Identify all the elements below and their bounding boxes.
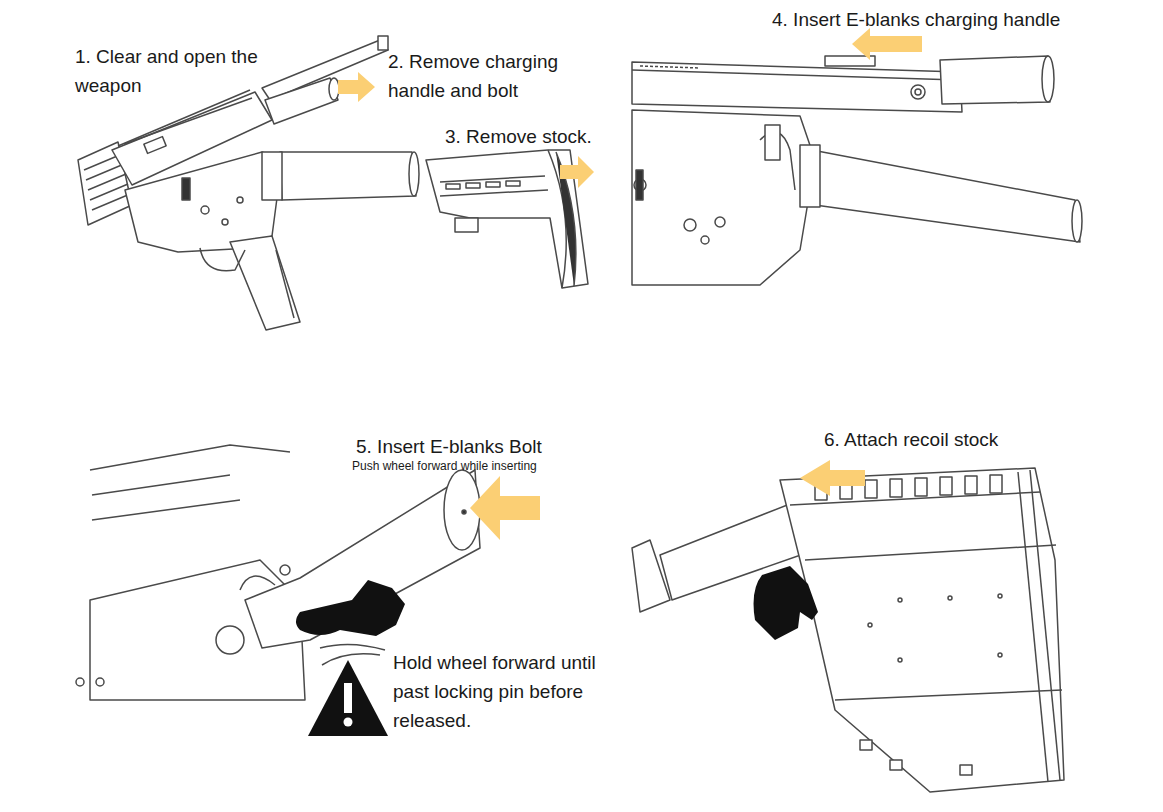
step-label: 1. Clear and open the weapon <box>75 42 275 100</box>
warning-triangle <box>308 660 388 736</box>
step-label: 3. Remove stock. <box>445 122 635 151</box>
instruction-note: Push wheel forward while inserting <box>352 459 612 474</box>
pointing-hand <box>296 580 405 636</box>
warning-note: Hold wheel forward until past locking pi… <box>393 648 608 735</box>
rifle-charging-handle <box>632 28 1082 285</box>
step-label: 5. Insert E-blanks Bolt <box>356 432 616 461</box>
step-label: 2. Remove charging handle and bolt <box>388 47 588 105</box>
pointing-hand <box>754 566 818 640</box>
stock <box>426 150 594 288</box>
recoil-stock <box>632 460 1064 792</box>
step-label: 4. Insert E-blanks charging handle <box>772 5 1152 34</box>
step-label: 6. Attach recoil stock <box>824 425 1084 454</box>
